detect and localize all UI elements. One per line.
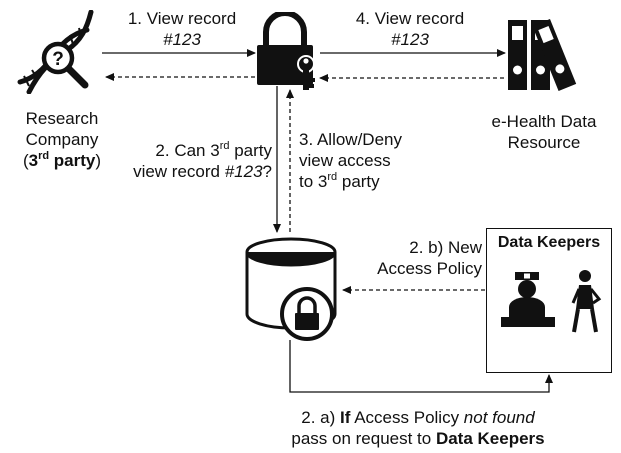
svg-text:?: ?	[52, 49, 64, 70]
step-2-label: 2. Can 3rd party view record #123?	[133, 140, 272, 182]
third-party-note: (3rd party)	[22, 150, 102, 171]
step-1-label: 1. View record #123	[127, 9, 237, 49]
step-3-label: 3. Allow/Deny view access to 3rd party	[299, 130, 402, 191]
binders-icon	[508, 18, 577, 91]
data-keepers-title: Data Keepers	[497, 234, 601, 251]
ehealth-label: e-Health Data Resource	[491, 112, 597, 152]
research-company-label: Research Company (3rd party)	[0, 108, 124, 171]
data-keepers-box: Data Keepers	[486, 228, 612, 373]
step-4-label: 4. View record #123	[355, 9, 465, 49]
step-2a-label: 2. a) If Access Policy not found pass on…	[291, 408, 545, 448]
dna-magnifier-icon: ?	[17, 10, 94, 94]
padlock-key-icon	[257, 12, 315, 90]
arrow-2a-forward-request	[289, 340, 553, 393]
step-2b-label: 2. b) New Access Policy	[377, 238, 482, 278]
nurse-icon	[501, 272, 555, 327]
patient-icon	[571, 270, 602, 333]
database-lock-icon	[245, 237, 337, 341]
